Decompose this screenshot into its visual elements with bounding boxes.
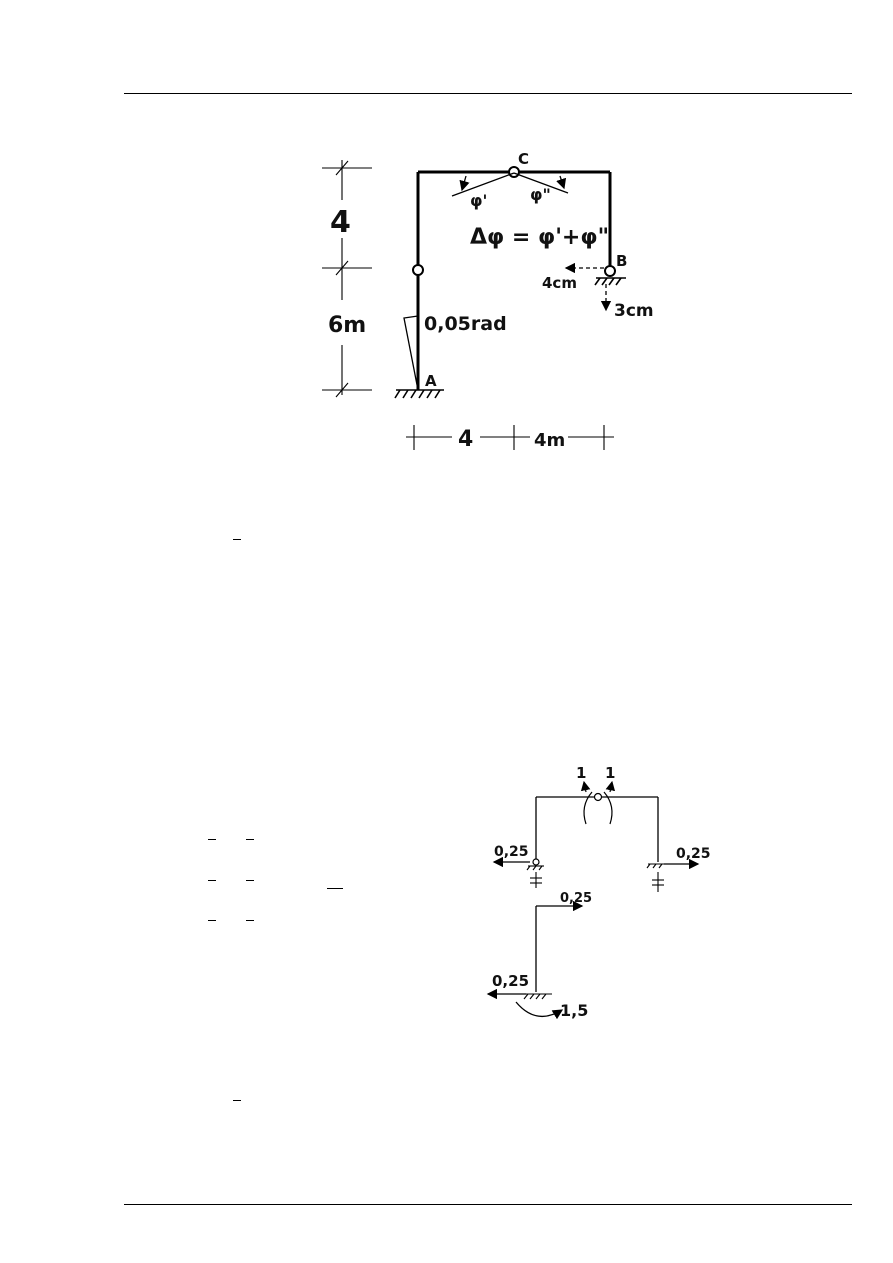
upper-force-arrows [492, 856, 700, 870]
label-dim-lower: 6m [328, 313, 366, 338]
label-force-right: 0,25 [676, 846, 711, 862]
overbar-mark [208, 880, 216, 881]
label-disp-vertical: 3cm [614, 301, 654, 321]
label-dim-right: 4m [534, 430, 565, 451]
label-node-c: C [518, 150, 529, 168]
label-moment-left: 1 [576, 764, 586, 782]
fixed-support-a [394, 389, 444, 399]
footer-rule [124, 1204, 852, 1205]
label-moment-base: 1,5 [560, 1001, 588, 1020]
overbar-mark [208, 839, 216, 840]
horizontal-dimension [406, 425, 614, 450]
upper-supports [526, 863, 668, 892]
rotated-column-a [403, 315, 419, 391]
overbar-mark [246, 920, 254, 921]
lower-cantilever [486, 900, 584, 1020]
label-equation: Δφ = φ'+φ" [470, 225, 609, 250]
pin-upper-left [532, 858, 540, 866]
lower-fixed-support [523, 993, 552, 1000]
overbar-mark [246, 880, 254, 881]
pin-support-hatch-b [594, 277, 626, 286]
header-rule [124, 93, 852, 94]
label-moment-right: 1 [605, 764, 615, 782]
label-disp-horizontal: 4cm [542, 274, 577, 292]
rotation-lines-c [451, 172, 569, 197]
overbar-mark [233, 539, 241, 540]
overbar-mark [208, 920, 216, 921]
hinge-column [412, 264, 424, 276]
overbar-mark [246, 839, 254, 840]
label-force-left: 0,25 [494, 844, 529, 860]
overbar-mark [327, 888, 343, 889]
pin-support-b [604, 265, 616, 277]
label-phi-left: φ' [470, 191, 487, 210]
label-force-base: 0,25 [492, 972, 529, 990]
upper-frame-members [535, 796, 659, 862]
label-rotation: 0,05rad [424, 313, 507, 335]
displacement-arrows-b [564, 262, 612, 312]
overbar-mark [233, 1100, 241, 1101]
hinge-upper-c [593, 792, 603, 802]
label-dim-left: 4 [458, 427, 473, 452]
label-dim-upper: 4 [330, 205, 351, 240]
label-phi-right: φ" [530, 185, 551, 204]
unit-moment-arcs [580, 780, 616, 825]
label-node-a: A [425, 372, 437, 390]
label-node-b: B [616, 252, 627, 270]
vertical-dimension [322, 160, 372, 398]
label-force-top: 0,25 [560, 891, 592, 906]
